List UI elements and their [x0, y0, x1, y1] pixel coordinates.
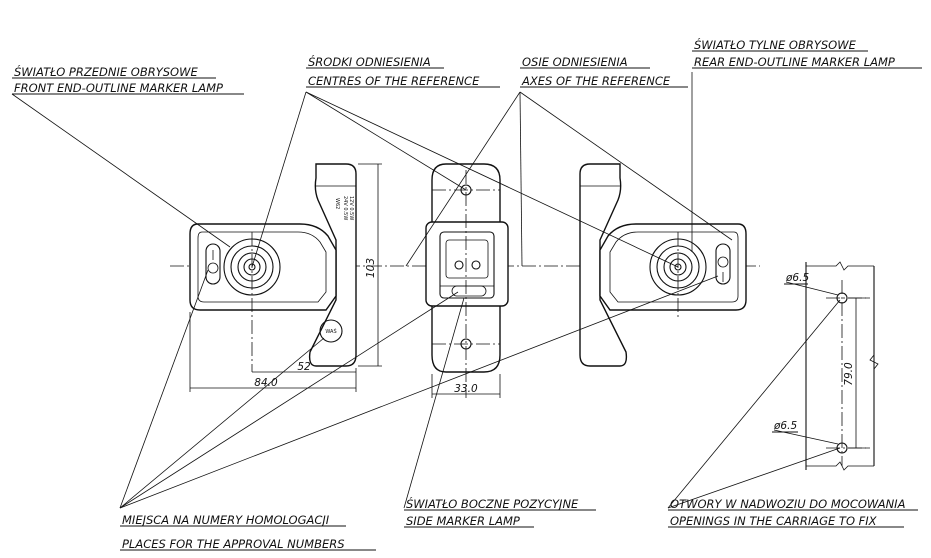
side-lamp-lens [439, 231, 495, 299]
axes-label-pl: OSIE ODNIESIENIA [522, 55, 628, 69]
label-approval: MIEJSCA NA NUMERY HOMOLOGACJI PLACES FOR… [120, 513, 376, 551]
openings-label-pl: OTWORY W NADWOZIU DO MOCOWANIA [670, 497, 906, 511]
label-openings: OTWORY W NADWOZIU DO MOCOWANIA OPENINGS … [668, 497, 918, 528]
carriage-break-bottom [806, 461, 874, 471]
front-brand-emblem [319, 319, 343, 343]
front-lamp-label-en: FRONT END-OUTLINE MARKER LAMP [14, 81, 223, 95]
front-dimensions: 84.0 52 103 [189, 163, 382, 392]
carriage-break-top [806, 261, 874, 271]
front-brand-text: WAŚ [325, 328, 336, 335]
rear-approval-slot [715, 243, 731, 285]
front-lamp-drawing: WAŚ W62 24V 0.5W 12V 0.5W [189, 163, 357, 372]
centres-label-pl: ŚRODKI ODNIESIENIA [308, 54, 431, 69]
label-rear-lamp: ŚWIATŁO TYLNE OBRYSOWE REAR END-OUTLINE … [692, 37, 922, 69]
side-lamp-lens-inner [445, 239, 489, 279]
rear-lamp-label-pl: ŚWIATŁO TYLNE OBRYSOWE [694, 37, 857, 52]
rear-lamp-housing-inner [609, 231, 739, 303]
front-lamp-label-pl: ŚWIATŁO PRZEDNIE OBRYSOWE [14, 64, 198, 79]
front-rating-1: 24V 0.5W [342, 196, 348, 220]
label-centres: ŚRODKI ODNIESIENIA CENTRES OF THE REFERE… [306, 54, 500, 88]
label-front-lamp: ŚWIATŁO PRZEDNIE OBRYSOWE FRONT END-OUTL… [12, 64, 244, 95]
side-approval-slot [451, 285, 487, 297]
rear-approval-circle [717, 256, 729, 268]
front-rating-2: 12V 0.5W [348, 196, 354, 220]
side-lamp-label-pl: ŚWIATŁO BOCZNE POZYCYJNE [406, 496, 579, 511]
carriage-break-right [869, 354, 879, 370]
front-lamp-housing [189, 223, 337, 311]
rear-lamp-label-en: REAR END-OUTLINE MARKER LAMP [694, 55, 895, 69]
hole-diameter-top: ø6.5 [785, 272, 809, 284]
approval-label-en: PLACES FOR THE APPROVAL NUMBERS [122, 537, 345, 551]
side-lamp-hole-right [471, 260, 481, 270]
dim-33: 33.0 [454, 383, 478, 395]
dim-79: 79.0 [843, 362, 855, 386]
side-dimensions: 33.0 [431, 374, 501, 398]
dim-103: 103 [365, 258, 377, 278]
front-lamp-housing-inner [197, 231, 327, 303]
approval-label-pl: MIEJSCA NA NUMERY HOMOLOGACJI [122, 513, 330, 527]
front-lamp-bracket [308, 163, 357, 367]
front-approval-circle [207, 262, 219, 274]
label-axes: OSIE ODNIESIENIA AXES OF THE REFERENCE [520, 55, 688, 88]
rear-lamp-housing [599, 223, 747, 311]
side-lamp-hole-left [454, 260, 464, 270]
openings-label-en: OPENINGS IN THE CARRIAGE TO FIX [670, 514, 878, 528]
dim-84: 84.0 [254, 377, 278, 389]
hole-diameter-bottom: ø6.5 [773, 420, 797, 432]
side-lamp-drawing [425, 163, 509, 398]
rear-lamp-bracket [579, 163, 628, 367]
front-approval-slot [205, 243, 221, 285]
front-part-code: W62 [334, 198, 340, 209]
centres-label-en: CENTRES OF THE REFERENCE [308, 74, 480, 88]
carriage-panel-outline [805, 262, 875, 470]
side-lamp-label-en: SIDE MARKER LAMP [406, 514, 520, 528]
label-side-lamp: ŚWIATŁO BOCZNE POZYCYJNE SIDE MARKER LAM… [404, 496, 596, 528]
mounting-holes-detail: 79.0 ø6.5 ø6.5 [772, 261, 879, 471]
side-lamp-housing [425, 221, 509, 307]
dim-52: 52 [297, 361, 311, 373]
leader-lines [11, 72, 841, 509]
axes-label-en: AXES OF THE REFERENCE [521, 74, 671, 88]
rear-lamp-drawing [579, 163, 747, 367]
